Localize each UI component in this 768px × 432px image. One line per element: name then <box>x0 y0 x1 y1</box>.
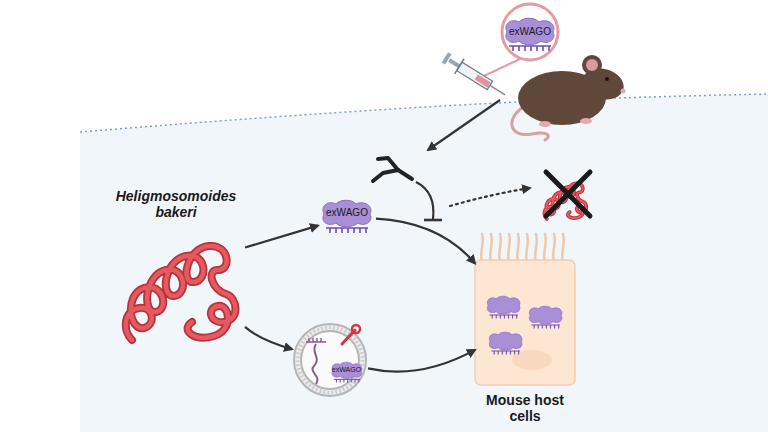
microvillus <box>562 234 564 262</box>
exwago-protein <box>487 296 520 318</box>
small-rna <box>491 351 520 354</box>
microvillus <box>535 234 537 262</box>
rna-hairpin <box>312 344 317 384</box>
protein-blob <box>487 296 520 314</box>
protein-blob <box>529 306 562 324</box>
node-label: exWAGO <box>329 365 364 374</box>
syringe <box>440 50 510 103</box>
exwago-protein <box>529 306 562 328</box>
antibody-arm <box>373 170 398 181</box>
injection-callout: exWAGO <box>500 2 560 62</box>
node-label: Mouse host cells <box>485 392 565 424</box>
node-label: exWAGO <box>318 207 376 219</box>
microvillus <box>499 234 501 262</box>
mouse-foot <box>580 118 592 124</box>
flow-arrow <box>245 226 318 248</box>
vesicle-shape <box>292 322 368 398</box>
small-rna <box>509 46 551 51</box>
microvillus <box>544 234 546 262</box>
microvillus <box>553 234 555 262</box>
exwago-protein <box>489 332 522 354</box>
worm-node: Heligmosomoides bakeri <box>110 188 245 348</box>
microvillus <box>508 234 510 262</box>
node-label: Heligmosomoides bakeri <box>106 188 246 220</box>
syringe-plunger <box>442 52 452 64</box>
injection-arrow <box>428 100 500 150</box>
vesicle-inner <box>301 331 359 389</box>
mouse-ear <box>582 55 602 75</box>
syringe-needle <box>490 85 505 95</box>
lipid-bilayer <box>298 328 363 393</box>
rna-strand <box>306 338 326 342</box>
region-border <box>80 94 768 132</box>
cross-mark <box>546 172 590 216</box>
mouse-foot <box>539 121 551 127</box>
inhibition-bar <box>424 219 442 222</box>
antibody-stem <box>398 170 412 179</box>
callout-line <box>484 58 522 76</box>
host-cell: Mouse host cells <box>470 232 580 424</box>
microvillus <box>490 234 492 262</box>
cell-body <box>475 260 575 385</box>
mouse-nose <box>621 89 626 94</box>
small-rna <box>326 228 368 233</box>
mouse-ear-inner <box>586 59 598 71</box>
antibody-arm <box>378 158 398 170</box>
inhibition-line <box>416 182 433 219</box>
node-label: exWAGO <box>500 26 560 38</box>
syringe-liquid <box>475 74 491 87</box>
small-rna <box>334 379 360 382</box>
flow-arrow <box>376 219 475 264</box>
small-rna <box>531 325 560 328</box>
wrench-head <box>352 325 360 333</box>
nucleus <box>512 350 552 370</box>
antibody <box>373 158 412 181</box>
flow-arrow <box>245 327 292 349</box>
syringe-flange <box>455 59 465 74</box>
microvillus <box>481 234 483 262</box>
small-rna <box>489 315 518 318</box>
flow-arrow <box>368 350 475 372</box>
mouse <box>512 55 627 140</box>
dotted-arrow <box>450 188 530 206</box>
secreted-exwago: exWAGO <box>318 200 376 234</box>
microvillus <box>517 234 519 262</box>
mouse-eye <box>605 77 609 81</box>
extracellular-vesicle: exWAGO <box>292 322 368 398</box>
syringe-barrel <box>457 62 493 90</box>
worm-outline <box>126 246 236 340</box>
vesicle-outer <box>294 324 366 396</box>
worm-body <box>126 246 236 340</box>
microvillus <box>526 234 528 262</box>
protein-blob <box>489 332 522 350</box>
host-region <box>80 94 768 432</box>
